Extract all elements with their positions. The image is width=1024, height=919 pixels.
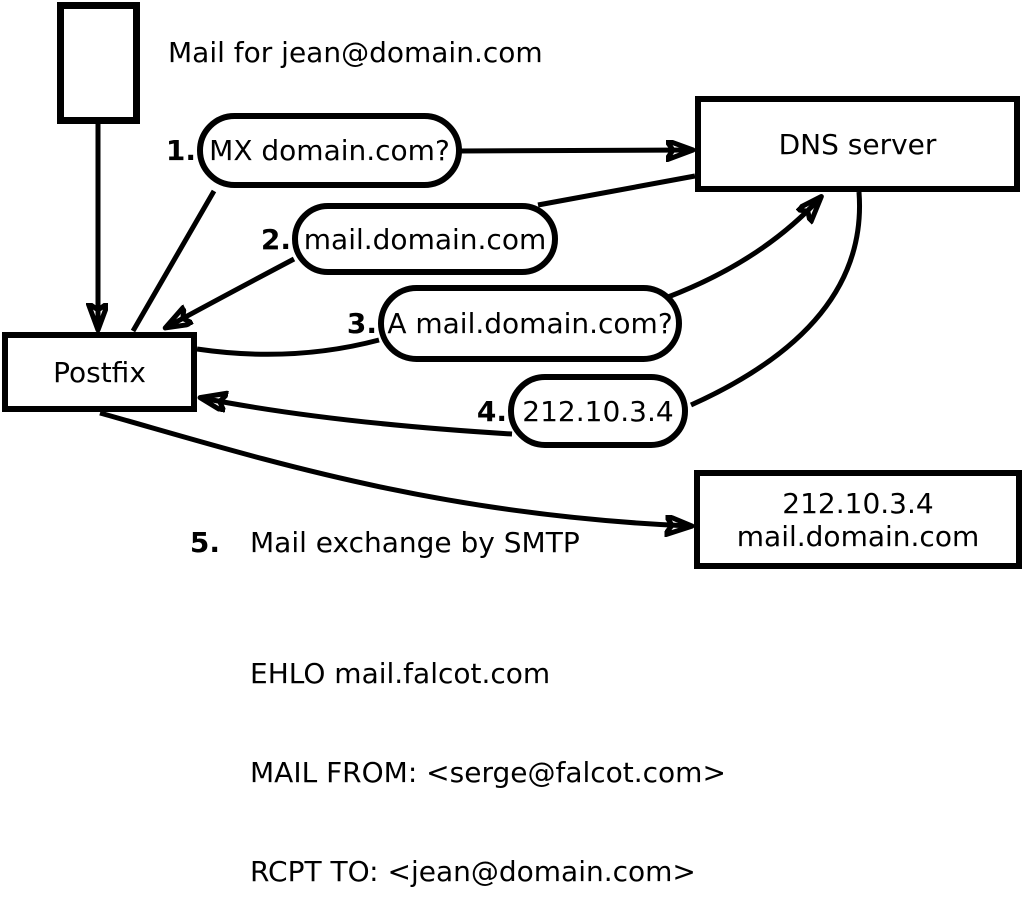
- smtp-line-mail-from: MAIL FROM: <serge@falcot.com>: [250, 756, 726, 789]
- step5-label: Mail exchange by SMTP: [250, 526, 580, 559]
- step4-number: 4.: [476, 394, 507, 428]
- arrow-reply2-to-postfix-icon: [167, 256, 296, 327]
- mail-server-hostname: mail.domain.com: [736, 519, 980, 553]
- postfix-label: Postfix: [53, 355, 146, 389]
- step3-query-pill: A mail.domain.com?: [378, 285, 682, 362]
- step4-reply-pill: 212.10.3.4: [508, 374, 688, 448]
- arrow-query1-to-dns-icon: [458, 150, 691, 151]
- step2-reply-label: mail.domain.com: [303, 222, 547, 256]
- arrow-query3-to-dns-icon: [667, 198, 820, 300]
- smtp-line-ehlo: EHLO mail.falcot.com: [250, 657, 551, 690]
- arrow-postfix-to-mailserver-icon: [99, 410, 690, 526]
- step3-number: 3.: [346, 307, 377, 340]
- step4-reply-label: 212.10.3.4: [522, 394, 674, 428]
- step5-number: 5.: [189, 526, 220, 559]
- line-dns-to-reply4-icon: [689, 191, 863, 408]
- mail-message-node: [57, 2, 140, 124]
- dns-server-node: DNS server: [695, 96, 1020, 192]
- step1-query-pill: MX domain.com?: [197, 113, 462, 188]
- mail-caption: Mail for jean@domain.com: [168, 36, 543, 69]
- step2-number: 2.: [260, 222, 291, 256]
- step1-query-label: MX domain.com?: [209, 134, 450, 167]
- smtp-session-block: EHLO mail.falcot.com MAIL FROM: <serge@f…: [250, 591, 726, 919]
- mail-server-ip: 212.10.3.4: [782, 486, 934, 520]
- arrow-reply4-to-postfix-icon: [202, 398, 513, 437]
- line-dns-to-reply2-icon: [537, 173, 696, 208]
- smtp-line-rcpt-to: RCPT TO: <jean@domain.com>: [250, 855, 696, 888]
- step1-number: 1.: [165, 134, 196, 167]
- line-postfix-to-query1-icon: [130, 189, 217, 333]
- dns-server-label: DNS server: [778, 127, 937, 161]
- line-postfix-to-query3-icon: [196, 337, 380, 357]
- mail-server-node: 212.10.3.4 mail.domain.com: [694, 470, 1022, 569]
- step2-reply-pill: mail.domain.com: [292, 203, 558, 275]
- step3-query-label: A mail.domain.com?: [387, 307, 673, 340]
- postfix-node: Postfix: [2, 332, 197, 412]
